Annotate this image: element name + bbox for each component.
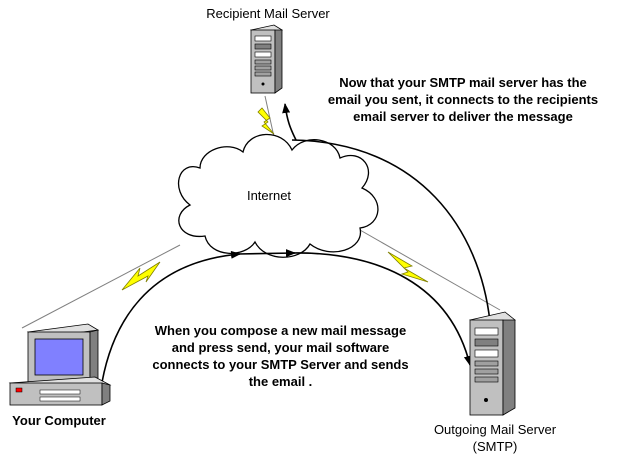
connection-line-outgoing bbox=[345, 221, 501, 311]
outgoing-server-sublabel: (SMTP) bbox=[472, 439, 518, 454]
lightning-bolt-outgoing bbox=[387, 251, 429, 283]
your-computer-label: Your Computer bbox=[12, 413, 106, 428]
lightning-bolt-computer bbox=[121, 261, 161, 291]
internet-label: Internet bbox=[246, 188, 292, 203]
cloud-icon bbox=[178, 133, 379, 258]
note-compose-line: and press send, your mail software bbox=[171, 340, 390, 355]
recipient-server-label: Recipient Mail Server bbox=[206, 6, 330, 21]
connection-line-computer bbox=[21, 244, 181, 329]
desktop-computer-icon bbox=[8, 323, 112, 406]
note-compose: When you compose a new mail message and … bbox=[138, 322, 423, 390]
note-delivery-line: email server to deliver the message bbox=[353, 109, 573, 124]
note-delivery: Now that your SMTP mail server has the e… bbox=[318, 74, 608, 125]
flow-outgoing-to-recipient bbox=[282, 103, 491, 323]
server-tower-icon bbox=[469, 311, 516, 416]
flow-computer-to-cloud bbox=[99, 249, 296, 396]
note-delivery-line: Now that your SMTP mail server has the bbox=[339, 75, 587, 90]
flow-cloud-to-outgoing bbox=[292, 252, 472, 366]
server-tower-icon bbox=[249, 24, 284, 94]
note-compose-line: When you compose a new mail message bbox=[154, 323, 407, 338]
note-compose-line: the email . bbox=[248, 374, 313, 389]
outgoing-server-label: Outgoing Mail Server bbox=[433, 422, 557, 437]
lightning-bolt-recipient bbox=[257, 107, 275, 135]
note-delivery-line: email you sent, it connects to the recip… bbox=[327, 92, 599, 107]
note-compose-line: connects to your SMTP Server and sends bbox=[152, 357, 409, 372]
